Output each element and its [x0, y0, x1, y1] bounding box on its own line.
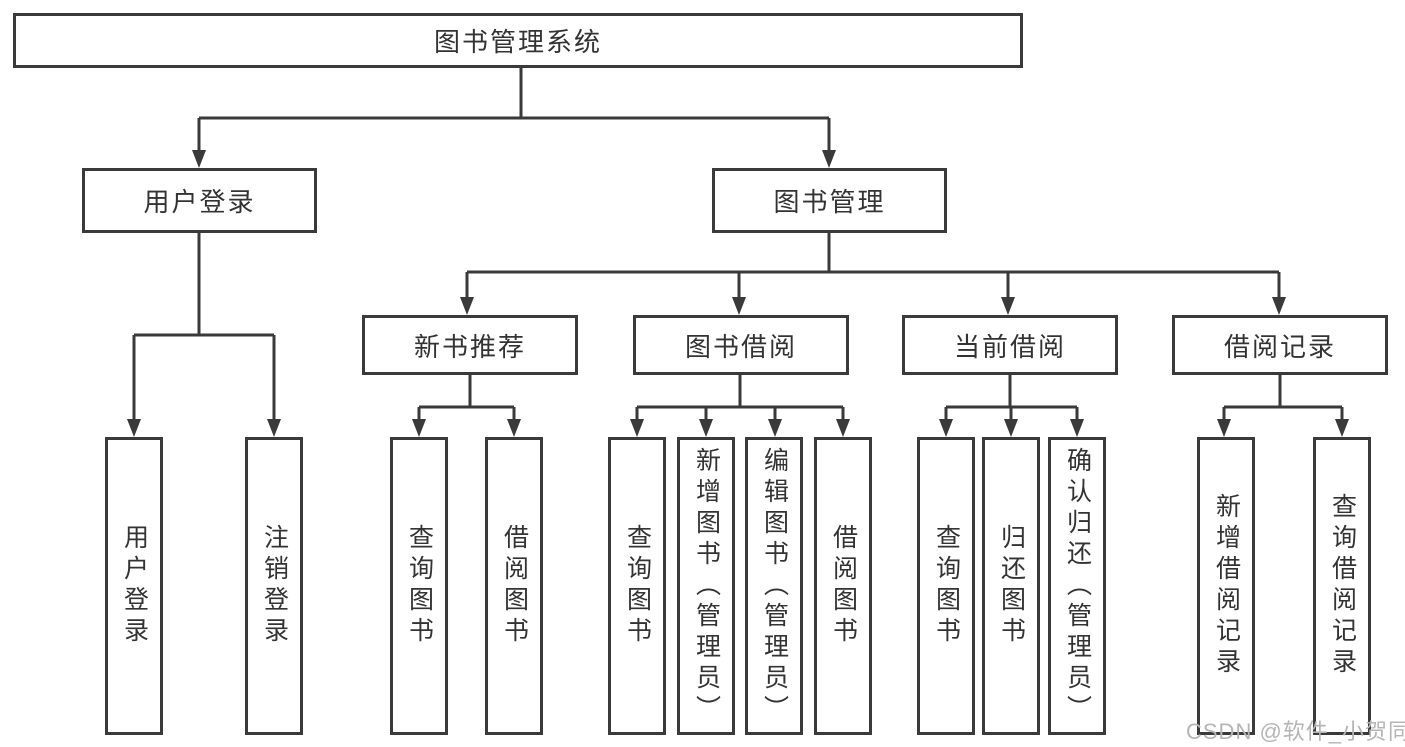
leaf-query-books-borrow-label: 查询图书: [623, 524, 652, 648]
node-current-borrow: 当前借阅: [902, 315, 1118, 375]
node-current-borrow-label: 当前借阅: [953, 331, 1066, 362]
leaf-query-borrow-record: 查询借阅记录: [1313, 437, 1371, 735]
leaf-logout-login: 注销登录: [245, 437, 303, 735]
connector-book-management-children: [460, 233, 1286, 315]
leaf-return-books-label: 归还图书: [997, 524, 1026, 648]
node-new-book-recommend: 新书推荐: [362, 315, 578, 375]
node-user-login: 用户登录: [82, 168, 317, 233]
node-book-management: 图书管理: [712, 168, 947, 233]
node-root: 图书管理系统: [13, 13, 1023, 68]
node-borrow-records-label: 借阅记录: [1223, 331, 1336, 362]
node-new-book-recommend-label: 新书推荐: [413, 331, 526, 362]
leaf-return-books: 归还图书: [982, 437, 1040, 735]
leaf-edit-books-admin: 编辑图书（管理员）: [745, 437, 803, 735]
leaf-borrow-books-borrow: 借阅图书: [814, 437, 872, 735]
leaf-query-books-current-label: 查询图书: [932, 524, 961, 648]
leaf-query-books-recommend: 查询图书: [390, 437, 448, 735]
node-borrow-records: 借阅记录: [1172, 315, 1388, 375]
leaf-add-books-admin-label: 新增图书（管理员）: [692, 446, 721, 726]
node-user-login-label: 用户登录: [143, 187, 256, 217]
leaf-user-login: 用户登录: [105, 437, 163, 735]
leaf-confirm-return-admin-label: 确认归还（管理员）: [1063, 446, 1092, 726]
connector-new-book-children: [412, 375, 521, 437]
csdn-watermark: CSDN @软件_小贺同学: [1186, 719, 1405, 744]
leaf-add-borrow-record: 新增借阅记录: [1197, 437, 1255, 735]
leaf-user-login-label: 用户登录: [120, 524, 149, 648]
leaf-edit-books-admin-label: 编辑图书（管理员）: [760, 446, 789, 726]
node-book-borrow-label: 图书借阅: [684, 331, 797, 362]
connector-user-login-children: [127, 233, 281, 437]
leaf-borrow-books-recommend-label: 借阅图书: [500, 524, 529, 648]
connector-root-to-level2: [192, 68, 836, 168]
node-root-label: 图书管理系统: [433, 27, 602, 57]
leaf-logout-login-label: 注销登录: [260, 524, 289, 648]
leaf-borrow-books-recommend: 借阅图书: [485, 437, 543, 735]
node-book-borrow: 图书借阅: [633, 315, 849, 375]
connector-borrow-records-children: [1217, 375, 1349, 437]
leaf-query-borrow-record-label: 查询借阅记录: [1328, 493, 1357, 679]
leaf-borrow-books-borrow-label: 借阅图书: [829, 524, 858, 648]
leaf-add-books-admin: 新增图书（管理员）: [677, 437, 735, 735]
leaf-query-books-current: 查询图书: [917, 437, 975, 735]
leaf-query-books-borrow: 查询图书: [608, 437, 666, 735]
leaf-add-borrow-record-label: 新增借阅记录: [1212, 493, 1241, 679]
leaf-query-books-recommend-label: 查询图书: [405, 524, 434, 648]
connector-book-borrow-children: [630, 375, 850, 437]
leaf-confirm-return-admin: 确认归还（管理员）: [1048, 437, 1106, 735]
node-book-management-label: 图书管理: [773, 187, 886, 217]
connector-current-borrow-children: [939, 375, 1084, 437]
